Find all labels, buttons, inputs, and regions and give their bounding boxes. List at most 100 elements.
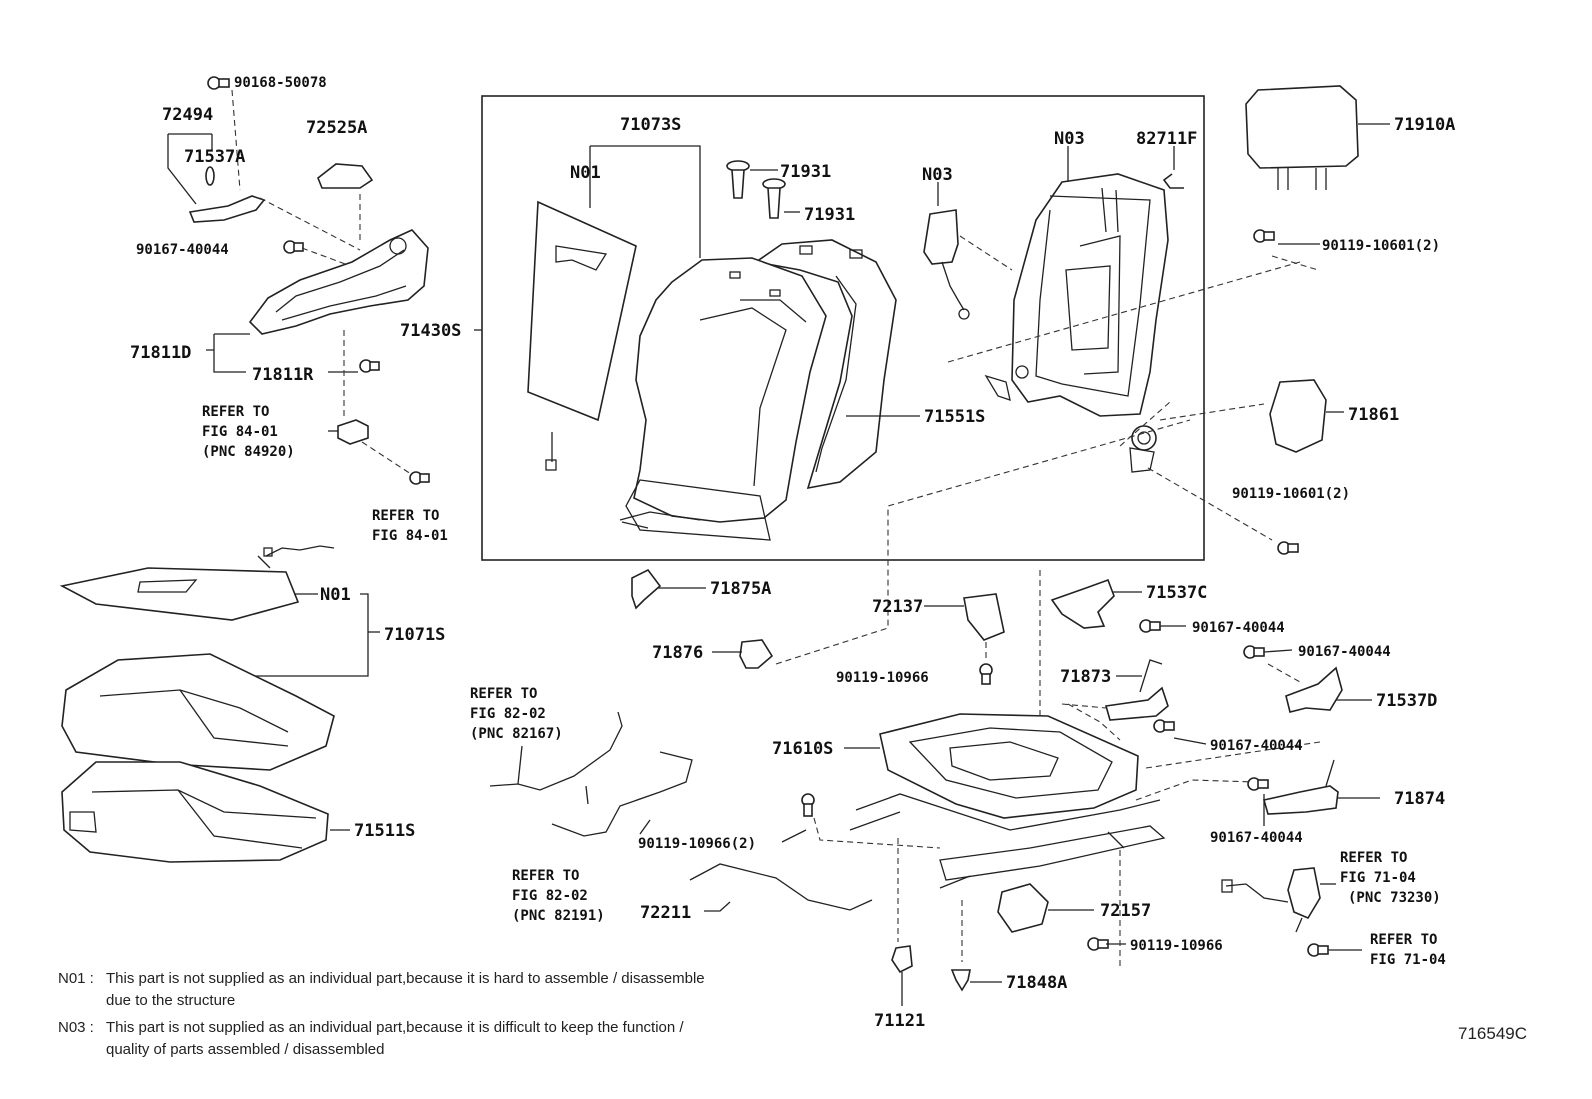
svg-text:REFER TO: REFER TO [1340, 850, 1407, 866]
seatback-pad-N01 [527, 200, 637, 422]
svg-text:(PNC 82167): (PNC 82167) [470, 726, 563, 742]
label-82711F: 82711F [1136, 129, 1197, 149]
bolt-icon [801, 793, 815, 817]
buckle-icon [1287, 867, 1321, 920]
armrest-group [167, 76, 430, 485]
label-N01-cushion: N01 [320, 585, 351, 605]
label-72494: 72494 [162, 105, 213, 125]
bracket-71537D [1285, 666, 1343, 713]
svg-text:REFER TO: REFER TO [202, 404, 269, 420]
headrest-71910A [1245, 85, 1359, 169]
spring-icon [205, 166, 215, 186]
bolt-icon [1307, 943, 1329, 957]
refer-to-fig-84-01-pnc: REFER TO FIG 84-01 (PNC 84920) [202, 404, 295, 460]
label-71610S: 71610S [772, 739, 833, 759]
label-90167-40044-c: 90167-40044 [1298, 644, 1391, 660]
svg-text:REFER TO: REFER TO [372, 508, 439, 524]
label-71876: 71876 [652, 643, 703, 663]
note-n03-line2: quality of parts assembled / disassemble… [106, 1041, 385, 1058]
wire-72211 [689, 863, 873, 911]
label-90119-10601-b: 90119-10601(2) [1232, 486, 1350, 502]
label-N03-airbag: N03 [922, 165, 953, 185]
svg-text:REFER TO: REFER TO [1370, 932, 1437, 948]
label-71121: 71121 [874, 1011, 925, 1031]
label-71537D: 71537D [1376, 691, 1437, 711]
bolt-icon [283, 240, 304, 254]
svg-text:FIG 71-04: FIG 71-04 [1370, 952, 1446, 968]
bolt-icon [979, 663, 993, 685]
bolt-icon [207, 76, 230, 90]
switch-icon [337, 419, 369, 445]
label-72211: 72211 [640, 903, 691, 923]
bolt-icon [1253, 229, 1275, 243]
bracket-71121-icon [891, 945, 913, 974]
clip-icon [762, 178, 786, 219]
label-71537C: 71537C [1146, 583, 1207, 603]
label-71537A: 71537A [184, 147, 245, 167]
label-71875A: 71875A [710, 579, 771, 599]
label-71071S: 71071S [384, 625, 445, 645]
label-71073S: 71073S [620, 115, 681, 135]
seatback-cover-71430S [633, 257, 827, 523]
bolt-icon [359, 359, 380, 373]
cap-71861 [1269, 379, 1327, 453]
bolt-icon [1087, 937, 1109, 951]
seatback-contents [474, 145, 1301, 541]
label-71811D: 71811D [130, 343, 191, 363]
label-72157: 72157 [1100, 901, 1151, 921]
svg-text:REFER TO: REFER TO [512, 868, 579, 884]
label-71811R: 71811R [252, 365, 314, 385]
svg-text:REFER TO: REFER TO [470, 686, 537, 702]
seatback-frame-N03 [1011, 173, 1169, 417]
label-90167-40044-b: 90167-40044 [1192, 620, 1285, 636]
bolt-icon [409, 471, 430, 485]
seatbelt-group [1221, 867, 1362, 957]
cover-71876-icon [739, 639, 774, 669]
note-n01-key: N01 : [58, 970, 94, 987]
bolt-icon [1247, 777, 1269, 791]
clip-82711F-icon [1162, 173, 1184, 189]
svg-text:FIG 82-02: FIG 82-02 [470, 706, 546, 722]
cover-71875A-icon [631, 568, 662, 610]
label-90119-10966-2: 90119-10966(2) [638, 836, 756, 852]
note-n01-line2: due to the structure [106, 992, 236, 1009]
label-72525A: 72525A [306, 118, 367, 138]
svg-text:(PNC 73230): (PNC 73230) [1348, 890, 1441, 906]
cushion-pad-N01 [59, 567, 300, 621]
label-71511S: 71511S [354, 821, 415, 841]
clip-icon [726, 160, 750, 199]
cushion-group [59, 545, 380, 863]
label-71861: 71861 [1348, 405, 1399, 425]
svg-text:FIG 71-04: FIG 71-04 [1340, 870, 1416, 886]
note-n03-key: N03 : [58, 1019, 94, 1036]
label-90167-40044-d: 90167-40044 [1210, 738, 1303, 754]
label-90119-10966-a: 90119-10966 [836, 670, 929, 686]
label-90119-10601-a: 90119-10601(2) [1322, 238, 1440, 254]
side-airbag-N03 [923, 209, 959, 265]
seatback-pad-71551S [753, 239, 897, 490]
label-N01-back: N01 [570, 163, 601, 183]
label-71430S: 71430S [400, 321, 461, 341]
cap-71848A-icon [950, 969, 971, 992]
bolt-icon [1277, 541, 1299, 555]
label-90167-40044-a: 90167-40044 [136, 242, 229, 258]
bracket-71537C [1050, 578, 1115, 629]
wire-harness-82167 [489, 711, 623, 791]
seatback-group-box [481, 95, 1205, 561]
note-n03-line1: This part is not supplied as an individu… [106, 1019, 684, 1036]
figure-id: 716549C [1458, 1024, 1528, 1043]
label-72137: 72137 [872, 597, 923, 617]
cushion-cover-71071S [61, 653, 335, 771]
refer-to-fig-71-04: REFER TO FIG 71-04 [1370, 932, 1446, 968]
label-90119-10966-b: 90119-10966 [1130, 938, 1223, 954]
refer-to-fig-71-04-pnc: REFER TO FIG 71-04 (PNC 73230) [1340, 850, 1441, 906]
lever-71537A [188, 195, 266, 223]
label-71931-b: 71931 [804, 205, 855, 225]
svg-text:(PNC 84920): (PNC 84920) [202, 444, 295, 460]
label-N03-frame: N03 [1054, 129, 1085, 149]
label-90167-40044-e: 90167-40044 [1210, 830, 1303, 846]
label-71910A: 71910A [1394, 115, 1455, 135]
refer-to-fig-82-02-a: REFER TO FIG 82-02 (PNC 82167) [470, 686, 563, 742]
label-90168-50078: 90168-50078 [234, 75, 327, 91]
label-71873: 71873 [1060, 667, 1111, 687]
